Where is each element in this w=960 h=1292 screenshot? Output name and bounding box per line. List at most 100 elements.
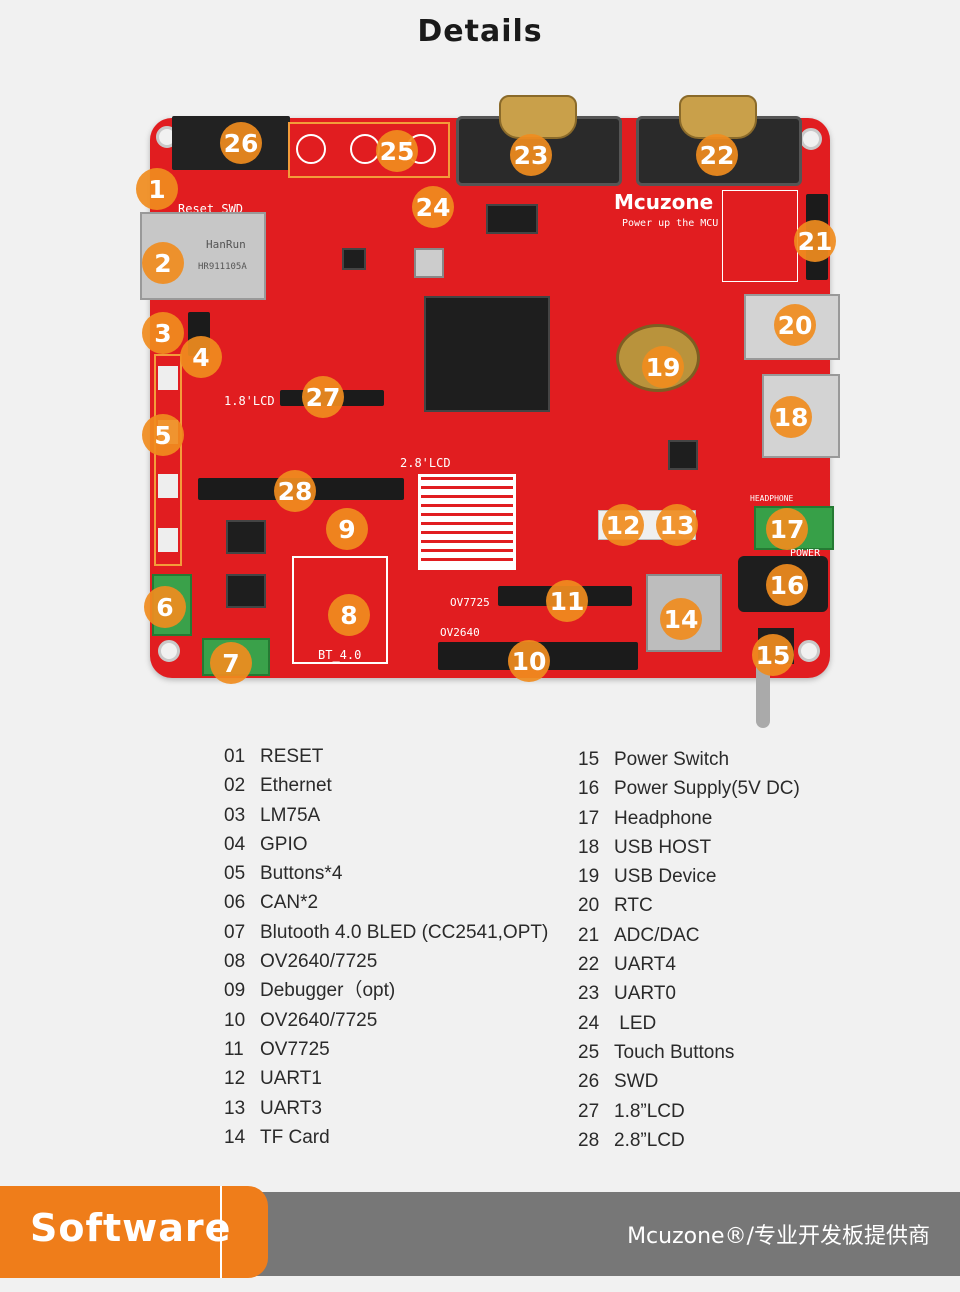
board-brand: Mcuzone: [614, 190, 714, 214]
page-title: Details: [417, 14, 543, 49]
legend-label: RESET: [260, 746, 324, 767]
legend-number: 13: [224, 1097, 246, 1119]
legend-number: 20: [578, 895, 600, 917]
touch-pad: [296, 134, 326, 164]
legend-label: TF Card: [260, 1126, 330, 1148]
legend-label: Ethernet: [260, 775, 332, 797]
small-chip: [486, 204, 538, 234]
power-switch-toggle: [756, 658, 770, 728]
footer-bar: [240, 1192, 960, 1276]
push-button: [158, 528, 178, 552]
ov2640-silkscreen: OV2640: [440, 626, 480, 639]
adc-dac-table: [722, 190, 798, 282]
power-silkscreen: POWER: [790, 548, 821, 559]
legend-label: ADC/DAC: [614, 924, 700, 946]
legend-number: 18: [578, 836, 600, 858]
legend-item: 24 LED: [578, 1009, 800, 1038]
legend-label: SWD: [614, 1071, 659, 1093]
badge-7: 7: [210, 642, 252, 684]
badge-26: 26: [220, 122, 262, 164]
legend-number: 11: [224, 1038, 244, 1060]
bt-silkscreen: BT_4.0: [318, 648, 362, 662]
badge-6: 6: [144, 586, 186, 628]
footer-divider: [220, 1186, 222, 1278]
can-transceiver: [226, 574, 266, 608]
badge-22: 22: [696, 134, 738, 176]
badge-21: 21: [794, 220, 836, 262]
touch-buttons-area: [288, 122, 450, 178]
crystal: [414, 248, 444, 278]
legend-item: 15 Power Switch: [578, 745, 800, 774]
mounting-hole: [800, 128, 822, 150]
badge-25: 25: [376, 130, 418, 172]
ov7725-silkscreen: OV7725: [450, 596, 490, 609]
legend-label: UART4: [614, 954, 676, 976]
legend-label: LM75A: [260, 804, 321, 826]
legend-label: Power Switch: [614, 749, 730, 770]
software-heading: Software: [30, 1206, 232, 1250]
mounting-hole: [158, 640, 180, 662]
mounting-hole: [798, 640, 820, 662]
legend-number: 21: [578, 924, 600, 946]
badge-13: 13: [656, 504, 698, 546]
legend-number: 25: [578, 1041, 600, 1063]
badge-9: 9: [326, 508, 368, 550]
qr-code: [418, 474, 516, 570]
legend-label: USB HOST: [614, 836, 712, 858]
badge-4: 4: [180, 336, 222, 378]
badge-2: 2: [142, 242, 184, 284]
legend-label: USB Device: [614, 866, 717, 888]
legend-number: 26: [578, 1071, 600, 1093]
legend-number: 23: [578, 983, 600, 1005]
legend-number: 03: [224, 804, 246, 826]
legend-number: 19: [578, 866, 600, 888]
legend-label: RTC: [614, 895, 653, 917]
legend-number: 04: [224, 833, 246, 855]
legend-number: 28: [578, 1129, 600, 1151]
legend-number: 17: [578, 807, 600, 829]
legend-label: OV2640/7725: [260, 951, 378, 973]
legend-item: 08 OV2640/7725: [224, 947, 548, 976]
legend-label: OV7725: [260, 1038, 330, 1060]
legend-number: 27: [578, 1100, 600, 1122]
legend-number: 14: [224, 1126, 246, 1148]
legend-item: 23 UART0: [578, 979, 800, 1008]
can-transceiver: [226, 520, 266, 554]
lcd18-silkscreen: 1.8'LCD: [224, 394, 275, 408]
lcd28-silkscreen: 2.8'LCD: [400, 456, 451, 470]
legend-number: 08: [224, 951, 246, 973]
legend-item: 19 USB Device: [578, 862, 800, 891]
headphone-silkscreen: HEADPHONE: [750, 494, 794, 503]
badge-12: 12: [602, 504, 644, 546]
legend-number: 07: [224, 921, 246, 943]
legend-label: UART0: [614, 983, 676, 1005]
legend-label: Power Supply(5V DC): [614, 778, 800, 800]
small-chip: [342, 248, 366, 270]
badge-23: 23: [510, 134, 552, 176]
legend-item: 17 Headphone: [578, 804, 800, 833]
badge-17: 17: [766, 508, 808, 550]
badge-10: 10: [508, 640, 550, 682]
mcu-chip: [424, 296, 550, 412]
badge-18: 18: [770, 396, 812, 438]
legend-number: 15: [578, 749, 600, 770]
legend-item: 11 OV7725: [224, 1035, 548, 1064]
legend-label: LED: [614, 1012, 657, 1034]
legend-label: Headphone: [614, 807, 713, 829]
hanrun-silkscreen: HanRun: [206, 238, 246, 251]
push-button: [158, 366, 178, 390]
legend-number: 24: [578, 1012, 600, 1034]
